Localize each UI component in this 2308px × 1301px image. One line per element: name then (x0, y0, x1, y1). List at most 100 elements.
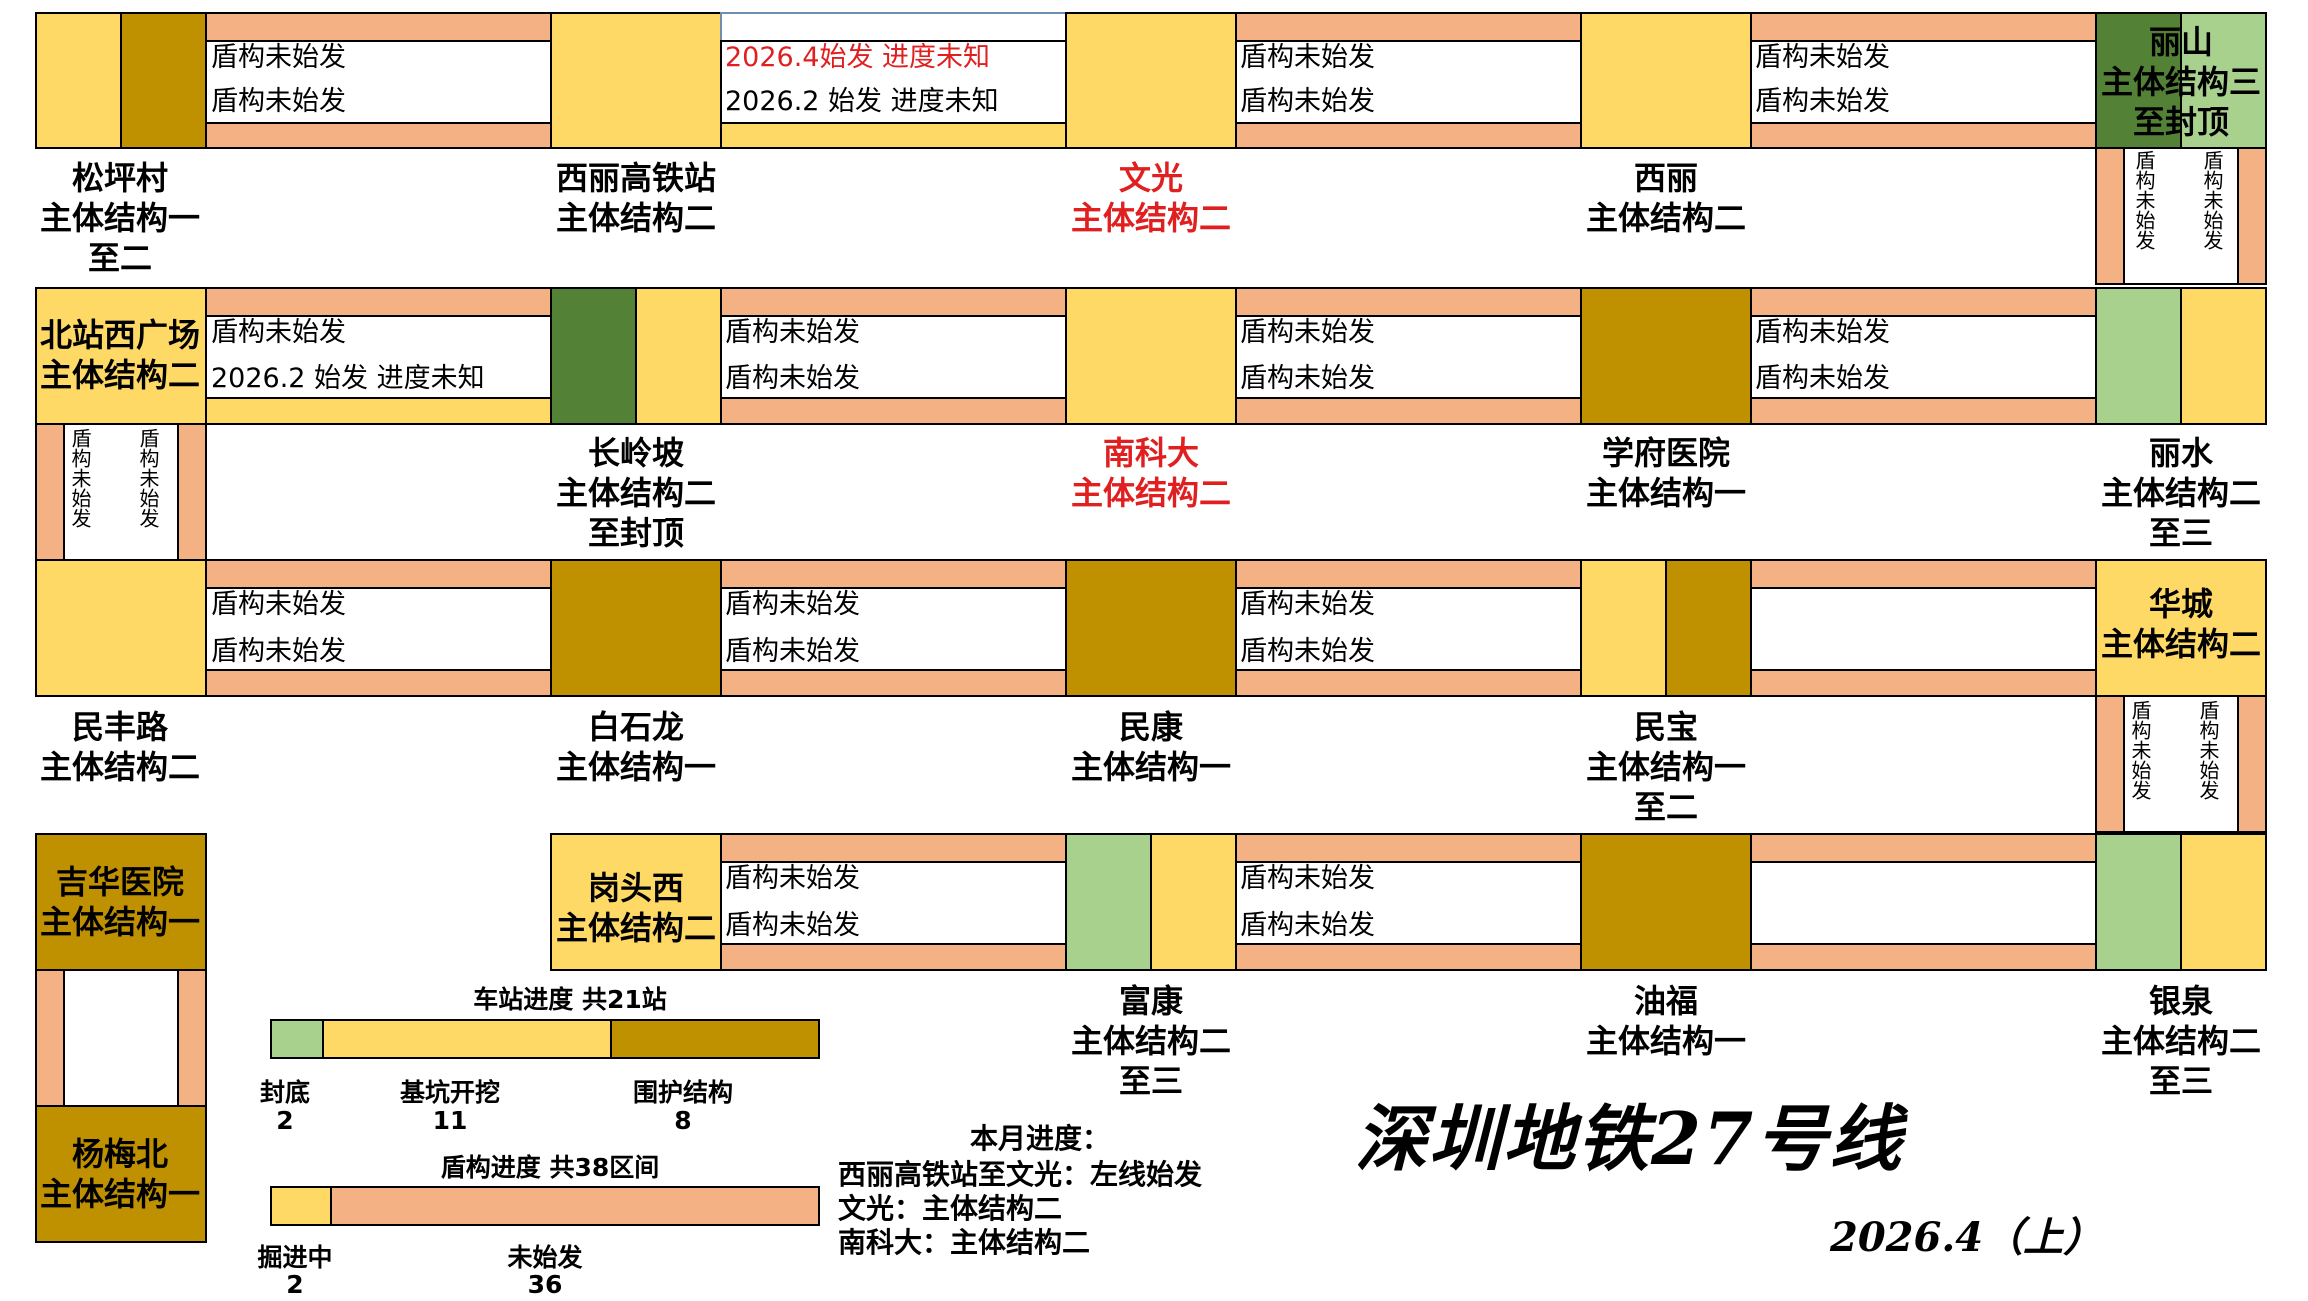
legend-bar-driving (270, 1186, 332, 1226)
tunnel-section[interactable] (1750, 40, 2097, 124)
station-block-minkang[interactable] (1065, 559, 1237, 697)
station-block-baishilong[interactable] (550, 559, 722, 697)
tunnel-status-right: 盾构未始发 (2196, 700, 2220, 800)
tunnel-section[interactable] (1750, 315, 2097, 399)
station-block-xili[interactable] (1580, 12, 1752, 149)
station-block-minbao[interactable] (1580, 559, 1667, 697)
legend-label-topped: 封底 (259, 1078, 310, 1107)
station-block-lishui[interactable] (2095, 287, 2182, 425)
tunnel-track-top (720, 287, 1067, 317)
tunnel-section[interactable] (1750, 861, 2097, 945)
legend-count-retaining: 8 (674, 1106, 692, 1135)
station-label-minkang: 民康主体结构一 (1070, 708, 1231, 786)
tunnel-status-left: 盾构未始发 (1240, 317, 1375, 348)
tunnel-status-right: 盾构未始发 (725, 636, 860, 667)
tunnel-track-top (720, 12, 1067, 42)
legend-bar-not-started (330, 1186, 820, 1226)
station-label-changlingpo: 长岭坡主体结构二至封顶 (555, 434, 716, 552)
station-block-nankeda[interactable] (1065, 287, 1237, 425)
station-block-songpingcun-east[interactable] (120, 12, 207, 149)
station-block-changlingpo[interactable] (550, 287, 637, 425)
legend-label-driving: 掘进中 (257, 1243, 333, 1272)
station-block-lishui-east[interactable] (2180, 287, 2267, 425)
station-label-gangtouxi: 岗头西主体结构二 (555, 869, 716, 947)
tunnel-status-right: 盾构未始发 (211, 636, 346, 667)
station-block-minfeng[interactable] (35, 559, 207, 697)
tunnel-track-top (205, 559, 552, 589)
page-title: 深圳地铁27号线 (1355, 1096, 1904, 1181)
station-block-lishan[interactable] (2095, 12, 2182, 149)
tunnel-track-top (720, 559, 1067, 589)
tunnel-status-left: 盾构未始发 (2132, 150, 2156, 250)
station-label-jihua: 吉华医院主体结构一 (39, 863, 200, 941)
legend-count-topped: 2 (276, 1106, 294, 1135)
tunnel-section[interactable] (205, 40, 552, 124)
tunnel-section[interactable] (720, 587, 1067, 671)
station-label-beizhan: 北站西广场主体结构二 (39, 316, 200, 394)
tunnel-status-right: 盾构未始发 (1755, 363, 1890, 394)
tunnel-status-left: 盾构未始发 (2128, 700, 2152, 800)
tunnel-status-right: 盾构未始发 (1240, 636, 1375, 667)
station-block-yinquan[interactable] (2095, 833, 2182, 971)
tunnel-track-bottom (1750, 122, 2097, 149)
tunnel-track-right (177, 969, 207, 1107)
station-block-xilihsr[interactable] (550, 12, 722, 149)
tunnel-track-left (2095, 695, 2125, 833)
station-label-minfeng: 民丰路主体结构二 (39, 708, 200, 786)
station-block-huacheng[interactable] (2095, 559, 2267, 697)
tunnel-section-vertical[interactable] (63, 423, 179, 561)
tunnel-track-top (720, 833, 1067, 863)
legend-label-not-started: 未始发 (507, 1243, 583, 1272)
station-block-xuefu[interactable] (1580, 287, 1752, 425)
station-block-gangtouxi[interactable] (550, 833, 722, 971)
station-block-fukang-east[interactable] (1150, 833, 1237, 971)
tunnel-status-right: 2026.2 始发 进度未知 (725, 86, 999, 117)
station-block-beizhan[interactable] (35, 287, 207, 425)
legend-label-retaining: 围护结构 (632, 1078, 733, 1107)
tunnel-status-right: 2026.2 始发 进度未知 (211, 363, 485, 394)
tunnel-status-right: 盾构未始发 (1240, 363, 1375, 394)
station-block-fukang[interactable] (1065, 833, 1152, 971)
station-block-changlingpo-east[interactable] (635, 287, 722, 425)
tunnel-status-left: 盾构未始发 (1240, 863, 1375, 894)
tunnel-section[interactable] (720, 315, 1067, 399)
tunnel-track-top (1750, 12, 2097, 42)
station-block-yangmeibei[interactable] (35, 1105, 207, 1243)
tunnel-track-left (2095, 147, 2125, 285)
tunnel-section-vertical[interactable] (63, 969, 179, 1107)
monthly-line-2: 文光：主体结构二 (838, 1192, 1063, 1225)
station-block-wenguang[interactable] (1065, 12, 1237, 149)
station-label-baishilong: 白石龙主体结构一 (555, 708, 716, 786)
tunnel-track-top (1750, 287, 2097, 317)
station-block-jihua[interactable] (35, 833, 207, 971)
tunnel-section[interactable] (205, 315, 552, 399)
station-label-yangmeibei: 杨梅北主体结构一 (39, 1135, 200, 1213)
tunnel-track-bottom-driving (720, 122, 1067, 149)
tunnel-status-left: 盾构未始发 (1755, 317, 1890, 348)
station-block-minbao-east[interactable] (1665, 559, 1752, 697)
station-block-youfu[interactable] (1580, 833, 1752, 971)
monthly-line-1: 西丽高铁站至文光：左线始发 (838, 1158, 1203, 1191)
tunnel-track-top (1750, 559, 2097, 589)
station-block-yinquan-east[interactable] (2180, 833, 2267, 971)
tunnel-status-left: 盾构未始发 (1240, 42, 1375, 73)
station-label-songpingcun: 松坪村主体结构一至二 (39, 159, 200, 277)
tunnel-status-left: 盾构未始发 (211, 42, 346, 73)
tunnel-status-left: 盾构未始发 (68, 428, 92, 528)
station-label-huacheng: 华城主体结构二 (2100, 585, 2261, 663)
tunnel-section-vertical[interactable] (2123, 147, 2239, 285)
station-block-songpingcun[interactable] (35, 12, 122, 149)
monthly-line-3: 南科大：主体结构二 (838, 1226, 1091, 1259)
tunnel-status-left: 盾构未始发 (211, 317, 346, 348)
tunnel-status-left: 盾构未始发 (1755, 42, 1890, 73)
tunnel-track-bottom (1750, 397, 2097, 425)
tunnel-section[interactable] (720, 40, 1067, 124)
station-block-lishan-east[interactable] (2180, 12, 2267, 149)
shield-legend-title: 盾构进度 共38区间 (440, 1153, 660, 1182)
station-label-yinquan: 银泉主体结构二至三 (2100, 982, 2261, 1100)
tunnel-section[interactable] (1750, 587, 2097, 671)
tunnel-track-top (1235, 287, 1582, 317)
tunnel-track-bottom (1235, 122, 1582, 149)
tunnel-track-bottom (720, 943, 1067, 971)
